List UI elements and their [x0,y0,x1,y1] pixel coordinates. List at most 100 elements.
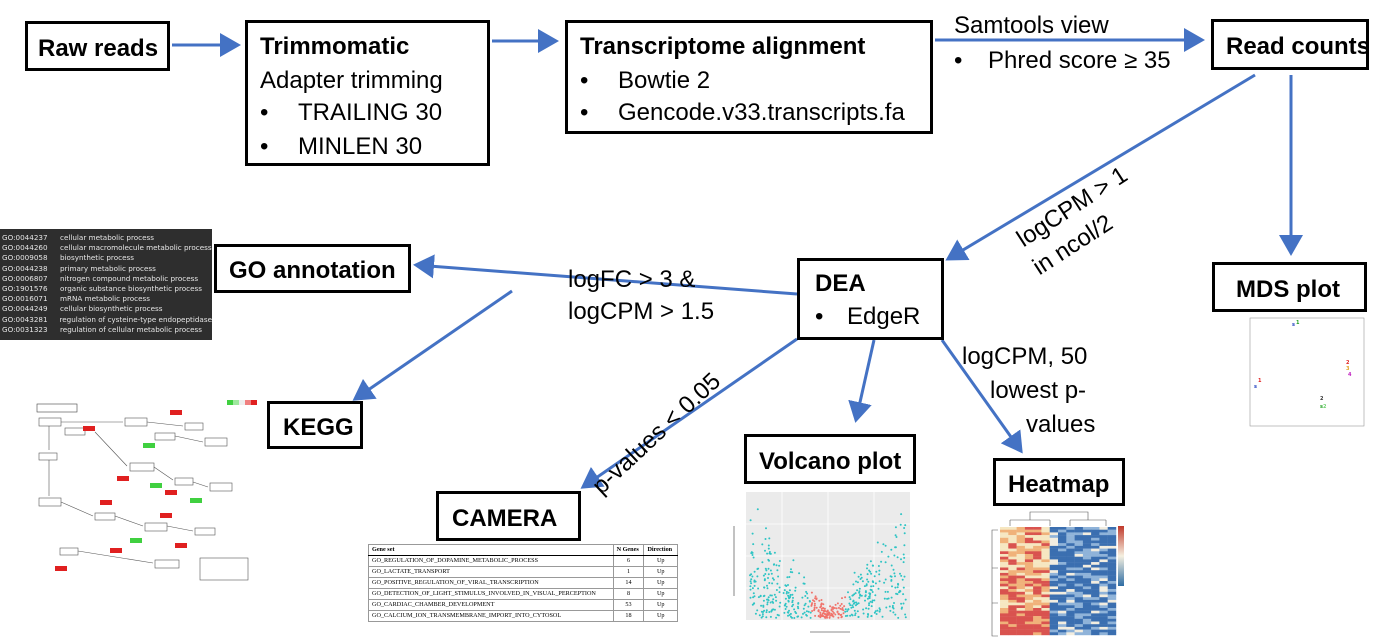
volcano-point [767,544,770,547]
heatmap-cell [1082,629,1092,633]
heatmap-cell [1074,545,1084,549]
heatmap-cell [1024,616,1034,619]
heatmap-cell [1066,608,1075,611]
volcano-point [790,568,792,571]
heatmap-cell [1082,602,1092,606]
heatmap-cell [1082,527,1092,530]
heatmap-cell [1024,529,1034,533]
volcano-point [829,614,832,617]
volcano-point [865,607,868,610]
heatmap-cell [1066,589,1075,592]
heatmap-cell [1091,594,1100,598]
heatmap-cell [1074,629,1084,633]
volcano-point [892,611,895,614]
volcano-point [903,544,906,547]
volcano-point [820,602,823,605]
heatmap-cell [1016,599,1026,603]
heatmap-cell [1000,597,1009,601]
heatmap-cell [1049,616,1059,619]
volcano-point [835,607,838,610]
heatmap-cell [1091,589,1100,592]
heatmap-cell [1107,572,1117,576]
heatmap-cell [1058,586,1067,590]
heatmap-cell [1091,599,1100,603]
heatmap-cell [1000,551,1009,555]
volcano-point [768,582,771,584]
volcano-point [766,552,769,555]
volcano-point [764,538,767,540]
volcano-point [872,564,874,567]
volcano-point [837,612,840,615]
heatmap-cell [1107,608,1117,611]
volcano-point [904,616,907,619]
heatmap-cell [1033,537,1042,541]
volcano-point [889,609,892,612]
heatmap-cell [1033,548,1042,552]
heatmap-cell [1058,618,1067,622]
heatmap-cell [1107,602,1117,606]
volcano-point [785,590,788,593]
heatmap-cell [1107,578,1117,582]
heatmap-cell [1099,589,1108,592]
volcano-point [806,592,809,595]
volcano-point [761,615,764,618]
heatmap-cell [1107,616,1117,619]
volcano-point [754,580,757,583]
heatmap-cell [1082,626,1092,630]
heatmap-cell [1049,548,1059,552]
heatmap-cell [1000,535,1009,538]
volcano-point [797,615,800,618]
volcano-point [869,593,871,596]
heatmap-cell [1049,527,1059,530]
volcano-point [753,584,756,587]
heatmap-cell [1008,545,1017,549]
arrow-dea-to-volcano [848,339,876,423]
volcano-point [899,523,902,526]
volcano-point [749,588,752,591]
camera-cell: Up [643,577,678,589]
volcano-point [857,616,860,618]
volcano-point [752,596,755,599]
heatmap-cell [1058,610,1067,614]
volcano-point [784,604,787,606]
table-row: GO_POSITIVE_REGULATION_OF_VIRAL_TRANSCRI… [368,577,678,589]
heatmap-cell [1000,529,1009,533]
volcano-point [769,594,772,597]
heatmap-cell [1099,610,1108,614]
heatmap-cell [1033,527,1042,530]
camera-cell: Up [643,610,678,622]
heatmap-cell [1016,610,1026,614]
heatmap-cell [1066,610,1075,614]
volcano-point [807,605,810,608]
heatmap-cell [1016,535,1026,538]
volcano-point [752,556,755,559]
volcano-point [754,612,757,615]
volcano-point [878,610,881,613]
volcano-point [904,613,907,616]
go-term-name: regulation of cellular metabolic process [60,324,203,334]
volcano-point [784,584,787,587]
heatmap-cell [1000,621,1009,625]
heatmap-cell [1049,608,1059,611]
volcano-point [769,569,772,572]
volcano-point [811,602,814,605]
volcano-label: Volcano plot [759,448,902,475]
heatmap-cell [1099,537,1108,541]
heatmap-cell [1049,605,1059,609]
volcano-point [868,602,871,605]
volcano-point [877,565,880,567]
heatmap-cell [1099,583,1108,587]
alignment-bullet: •Gencode.v33.transcripts.fa [580,99,905,126]
heatmap-cell [1024,626,1034,630]
heatmap-cell [1016,572,1026,576]
heatmap-cell [1041,621,1050,625]
volcano-point [884,561,887,564]
volcano-point [785,605,788,608]
heatmap-cell [1107,559,1117,563]
volcano-point [766,601,769,604]
heatmap-cell [1024,599,1034,603]
heatmap-cell [1041,540,1050,544]
volcano-point [860,594,863,597]
heatmap-cell [1074,575,1084,579]
